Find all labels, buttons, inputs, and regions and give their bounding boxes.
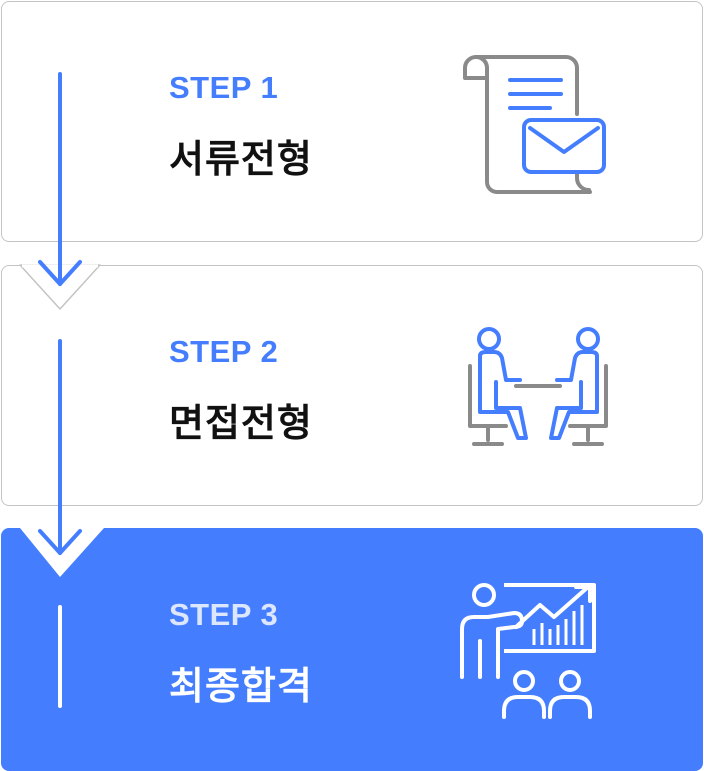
presentation-growth-icon xyxy=(460,583,596,719)
step-2-label: STEP 2 xyxy=(169,334,279,369)
step-1-title: 서류전형 xyxy=(169,139,313,181)
step-3-label: STEP 3 xyxy=(169,597,279,632)
step-1-label: STEP 1 xyxy=(169,70,279,105)
document-mail-icon xyxy=(463,55,606,194)
step-3-card: STEP 3 최종합격 xyxy=(1,528,703,771)
step-1-card: STEP 1 서류전형 xyxy=(1,1,703,242)
interview-icon xyxy=(468,327,608,446)
step-2-card: STEP 2 면접전형 xyxy=(1,265,703,506)
step-2-title: 면접전형 xyxy=(169,403,313,445)
step-3-title: 최종합격 xyxy=(169,666,313,708)
